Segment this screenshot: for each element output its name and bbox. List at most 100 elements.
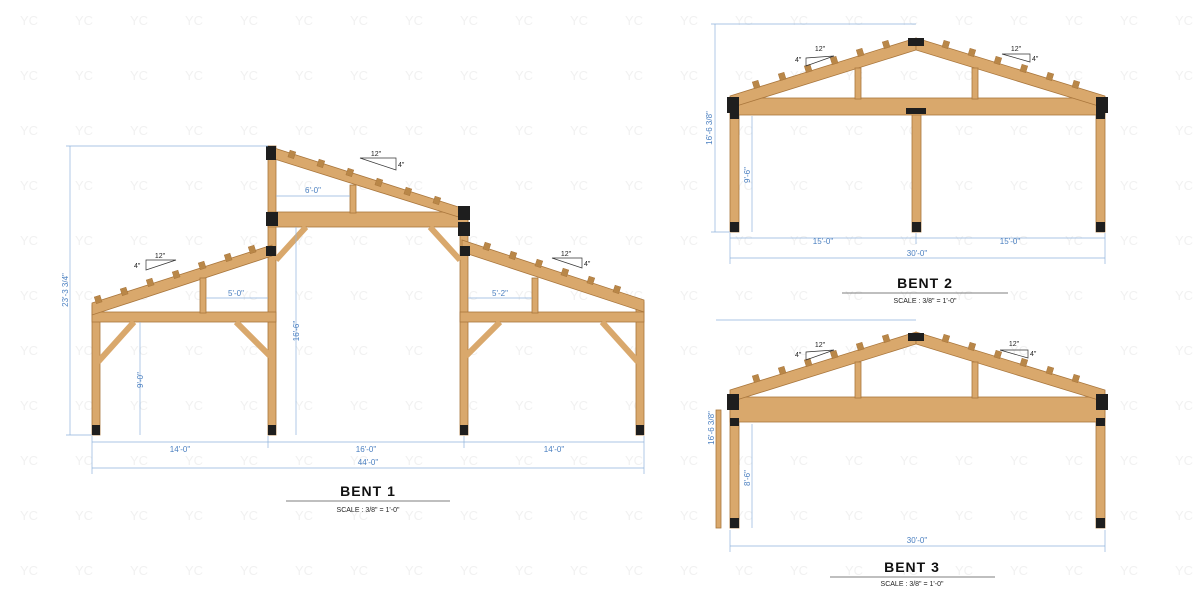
pitch-triangle [805, 349, 835, 361]
bent2-steel-bracket [906, 108, 926, 114]
bent3-ridge-plate [908, 333, 924, 341]
bent1-purlin [403, 186, 413, 197]
bent1-center-bay-label: 16'-0" [356, 445, 377, 454]
bent1-steel-bracket [266, 246, 276, 256]
bent1-top-strut-spacing-label: 6'-0" [305, 186, 321, 195]
bent2-center-post [911, 109, 922, 233]
bent2-purlin [967, 47, 977, 58]
pitch-run-label: 12" [1009, 341, 1020, 348]
bent3-purlin [881, 333, 891, 344]
bent3-dimensions [716, 319, 1106, 552]
bent1-purlin [508, 250, 518, 261]
bent3-purlin [829, 349, 839, 360]
bent2-purlin [751, 79, 761, 90]
pitch-run-label: 12" [1011, 46, 1022, 53]
bent1-total-width-label: 44'-0" [358, 458, 379, 467]
bent1-post-base [460, 425, 468, 435]
bent1-steel-bracket [460, 246, 470, 256]
pitch-triangle [359, 157, 397, 171]
bent3-steel-bracket [727, 394, 739, 410]
bent2-frame [727, 37, 1108, 233]
bent1-purlin [247, 244, 257, 255]
bent1-left-bay-label: 14'-0" [170, 445, 191, 454]
bent1-top-strut [349, 184, 357, 214]
bent3-purlin [941, 333, 951, 344]
bent1-dimension-labels: 23'-3 3/4" 9'-0" 16'-6" 14'-0" 16'-0" 14… [61, 186, 564, 467]
bent1-purlin [93, 294, 103, 305]
bent1-right-strut-spacing-label: 5'-2" [492, 289, 508, 298]
bent3-right-strut [971, 361, 979, 399]
bent2-scale: SCALE : 3/8" = 1'-0" [894, 298, 957, 305]
bent2-purlin [777, 71, 787, 82]
bent3-post-height-label: 8'-6" [743, 470, 752, 486]
bent1-purlin [374, 177, 384, 188]
bent1-right-strut [531, 277, 539, 314]
bent2-purlins [751, 39, 1081, 90]
bent1-purlin [287, 149, 297, 160]
bent2-steel-bracket [1096, 97, 1108, 113]
pitch-rise-label: 4" [1030, 351, 1037, 358]
bent3-purlins [751, 333, 1081, 384]
bent3-post-base [1096, 518, 1105, 528]
bent1-purlin [197, 260, 207, 271]
bent2-right-post [1095, 99, 1106, 233]
bent2-purlin [1045, 71, 1055, 82]
pitch-rise-label: 4" [398, 162, 405, 169]
bent2-purlin [803, 63, 813, 74]
pitch-rise-label: 4" [1032, 56, 1039, 63]
bent3-frame [715, 331, 1108, 529]
bent2-post-base [1096, 222, 1105, 232]
bent1-frame [91, 145, 645, 436]
bent2-purlin [1071, 79, 1081, 90]
bent1-purlin [223, 252, 233, 263]
bent2-total-width-label: 30'-0" [907, 249, 928, 258]
bent1-purlin [119, 286, 129, 297]
bent3-total-width-label: 30'-0" [907, 536, 928, 545]
bent1-brace [233, 319, 273, 359]
bent1-steel-bracket [458, 222, 470, 236]
bent3-purlin [855, 341, 865, 352]
bent1-purlin [145, 277, 155, 288]
pitch-triangle [551, 257, 583, 269]
bent1-dimensions [66, 145, 645, 474]
bent2-post-base [730, 222, 739, 232]
bent2-purlin [829, 55, 839, 66]
bent3-tie-beam [729, 396, 1106, 423]
bent2-title: BENT 2 [897, 275, 953, 291]
bent3-left-strut [854, 361, 862, 399]
bent1-purlin [432, 195, 442, 206]
bent2-right-strut [971, 67, 979, 100]
pitch-run-label: 12" [815, 46, 826, 53]
bent1-purlin [345, 167, 355, 178]
bent1-brace [95, 319, 137, 365]
bent2-post-base [912, 222, 921, 232]
bent3-scale: SCALE : 3/8" = 1'-0" [881, 581, 944, 588]
bent2-dimensions [711, 23, 1106, 264]
bent3-steel-bracket [1096, 394, 1108, 410]
bent3-purlin [1071, 373, 1081, 384]
bent2-overall-height-label: 16'-6 3/8" [705, 111, 714, 145]
pitch-rise-label: 4" [795, 57, 802, 64]
bent1-purlin [534, 258, 544, 269]
bent3-title: BENT 3 [884, 559, 940, 575]
bent3-gutter-post [715, 409, 722, 529]
bent3-pitch-right: 12" 4" [999, 341, 1037, 359]
bent2-purlin [993, 55, 1003, 66]
bent1-center-tie-beam [267, 211, 469, 228]
bent1-scale: SCALE : 3/8" = 1'-0" [337, 507, 400, 514]
bent2-dimension-labels: 16'-6 3/8" 9'-6" 15'-0" 15'-0" 30'-0" [705, 111, 1020, 258]
pitch-rise-label: 4" [795, 352, 802, 359]
bent1-brace [273, 224, 309, 263]
bent1-right-bay-label: 14'-0" [544, 445, 565, 454]
bent1-steel-bracket [266, 212, 278, 226]
pitch-rise-label: 4" [134, 263, 141, 270]
bent3-purlin [751, 373, 761, 384]
pitch-run-label: 12" [155, 253, 166, 260]
bent3-purlin [967, 341, 977, 352]
bent1-purlin [586, 275, 596, 286]
bent1-steel-bracket [266, 146, 276, 160]
bent2-right-bay-label: 15'-0" [1000, 237, 1021, 246]
bent3-steel-bracket [730, 418, 739, 426]
